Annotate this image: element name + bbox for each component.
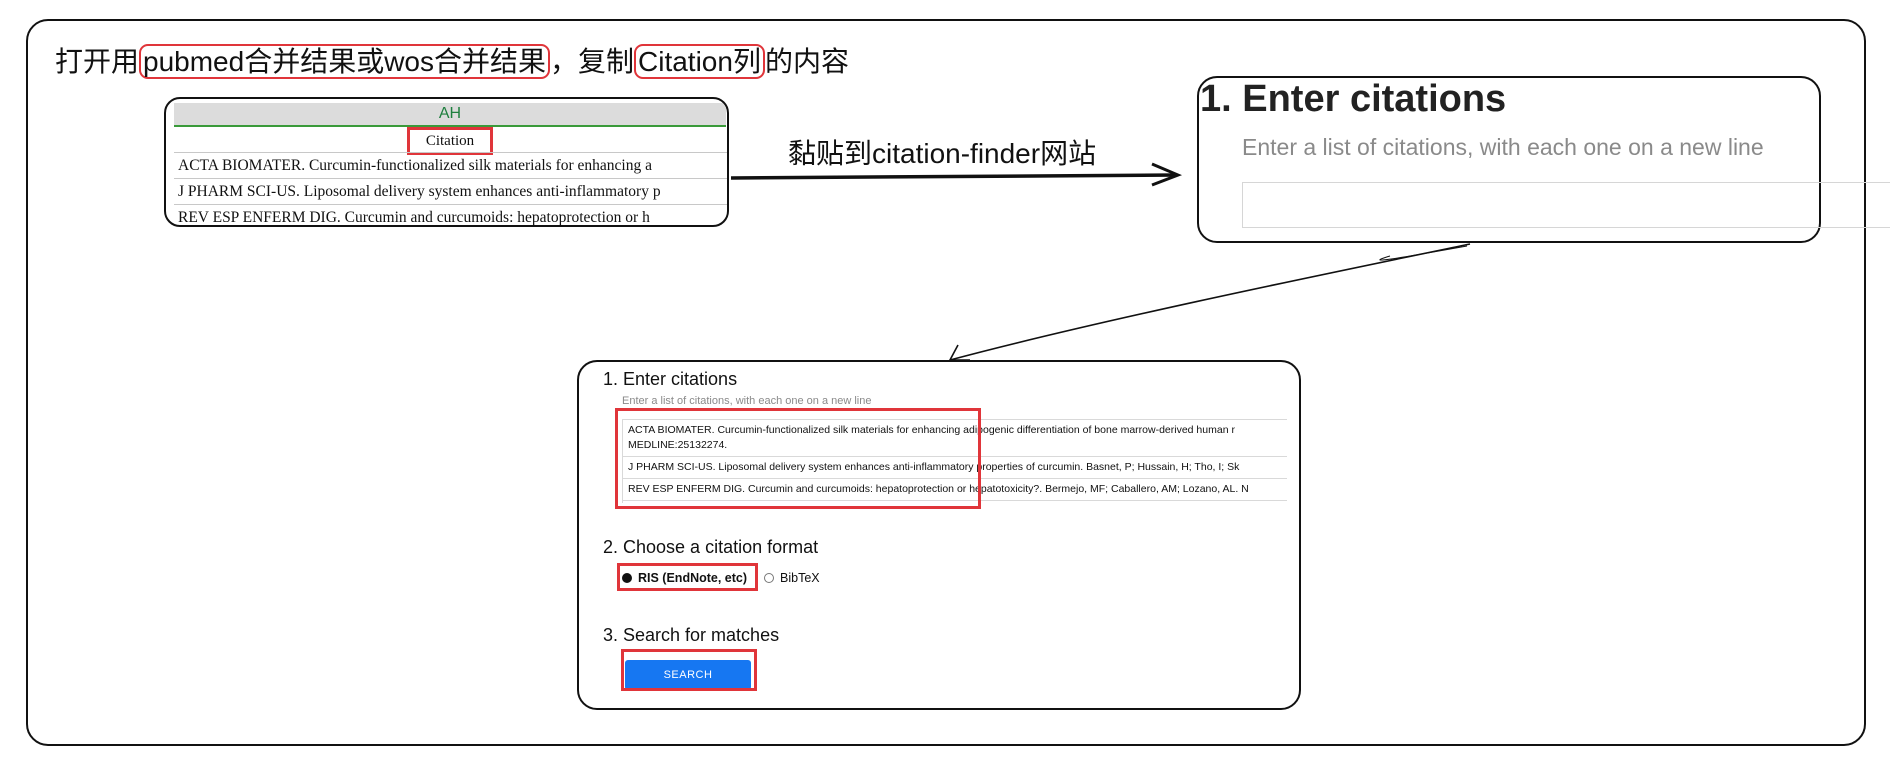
citation-column-highlight: Citation列 xyxy=(634,44,765,79)
citation-entry: REV ESP ENFERM DIG. Curcumin and curcumo… xyxy=(623,479,1287,501)
step2-title: 2. Choose a citation format xyxy=(603,537,819,557)
ris-highlight-box xyxy=(617,563,758,591)
column-letter-header[interactable]: AH xyxy=(174,103,726,127)
format-option-ris[interactable]: RIS (EndNote, etc) xyxy=(622,571,747,585)
format-option-label: BibTeX xyxy=(780,571,820,585)
citation-line: J PHARM SCI-US. Liposomal delivery syste… xyxy=(628,461,1240,473)
citation-line: REV ESP ENFERM DIG. Curcumin and curcumo… xyxy=(628,483,1249,495)
citation-entry: J PHARM SCI-US. Liposomal delivery syste… xyxy=(623,457,1287,479)
citation-line: ACTA BIOMATER. Curcumin-functionalized s… xyxy=(628,424,1235,436)
instruction-middle: ，复制 xyxy=(550,46,635,77)
format-option-bibtex[interactable]: BibTeX xyxy=(764,571,820,585)
source-highlight: pubmed合并结果或wos合并结果 xyxy=(139,44,550,79)
zoomed-header-card xyxy=(1197,76,1821,243)
outer-frame xyxy=(26,19,1866,746)
instruction-suffix: 的内容 xyxy=(764,46,849,77)
zoomed-citation-input[interactable] xyxy=(1242,182,1890,228)
step3-title: 3. Search for matches xyxy=(603,625,780,645)
search-highlight-box xyxy=(621,649,757,691)
paste-to-website-label: 黏贴到citation-finder网站 xyxy=(788,138,1097,169)
spreadsheet-cell[interactable]: ACTA BIOMATER. Curcumin-functionalized s… xyxy=(174,152,727,178)
radio-selected-icon[interactable] xyxy=(622,573,632,583)
step1-hint: Enter a list of citations, with each one… xyxy=(622,395,872,407)
zoomed-step1-title: 1. Enter citations xyxy=(1200,78,1507,120)
format-option-label: RIS (EndNote, etc) xyxy=(638,571,748,585)
citation-entry: ACTA BIOMATER. Curcumin-functionalized s… xyxy=(623,420,1287,457)
spreadsheet-rows: ACTA BIOMATER. Curcumin-functionalized s… xyxy=(174,152,727,225)
spreadsheet-cell[interactable]: REV ESP ENFERM DIG. Curcumin and curcumo… xyxy=(174,204,727,225)
search-button[interactable]: SEARCH xyxy=(625,660,751,690)
citation-field-header[interactable]: Citation xyxy=(406,127,494,155)
field-header-row: Citation xyxy=(174,127,726,155)
step1-title: 1. Enter citations xyxy=(603,369,738,389)
spreadsheet-snippet: AH Citation ACTA BIOMATER. Curcumin-func… xyxy=(164,97,729,227)
instruction-prefix: 打开用 xyxy=(55,46,140,77)
citations-highlight-box xyxy=(615,408,981,509)
citation-textarea[interactable]: ACTA BIOMATER. Curcumin-functionalized s… xyxy=(622,419,1287,503)
spreadsheet-cell[interactable]: J PHARM SCI-US. Liposomal delivery syste… xyxy=(174,178,727,204)
radio-unselected-icon[interactable] xyxy=(764,573,774,583)
zoomed-step1-subtitle: Enter a list of citations, with each one… xyxy=(1242,134,1764,160)
citation-line: MEDLINE:25132274. xyxy=(628,439,728,451)
